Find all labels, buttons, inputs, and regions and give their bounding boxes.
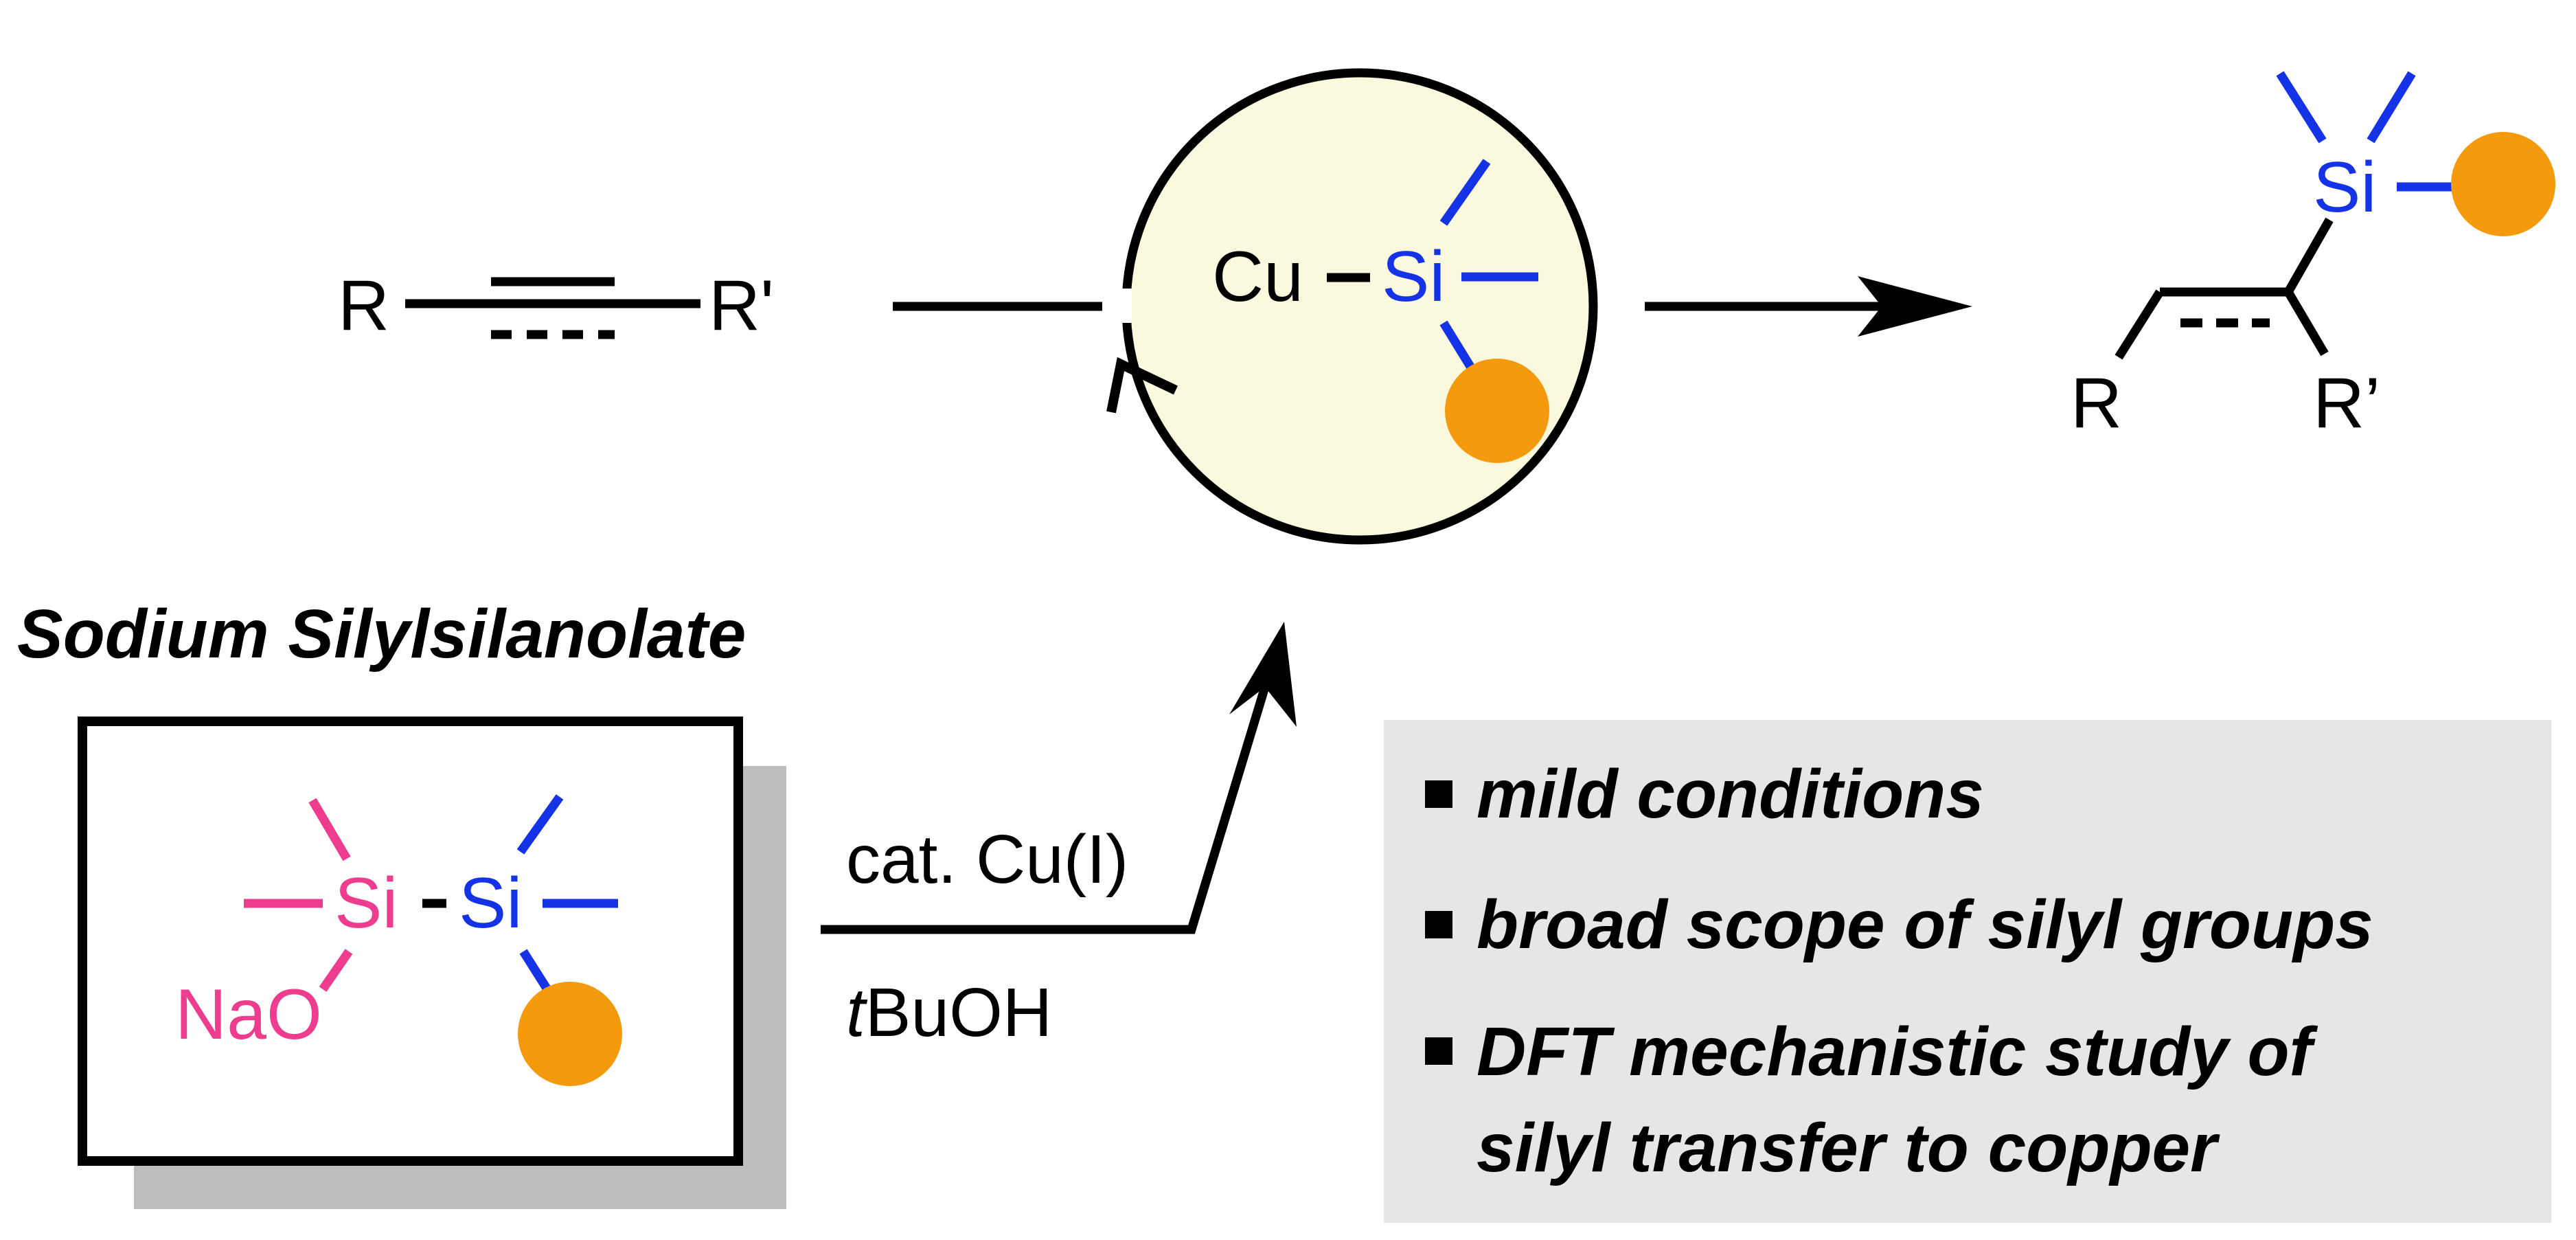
catalyst-si-label: Si — [1382, 237, 1445, 317]
conditions-arrow: cat. Cu(I) tBuOH — [821, 622, 1297, 1051]
catalyst-si-to-orange-bond — [1439, 320, 1477, 374]
reagent-box-frame — [78, 717, 743, 1166]
product-structure: Si R R’ — [2071, 71, 2555, 443]
feature-bullet-1 — [1425, 780, 1452, 808]
solvent-rest-part: BuOH — [865, 974, 1052, 1051]
conditions-arrow-line — [821, 686, 1270, 934]
features-box: mild conditions broad scope of silyl gro… — [1384, 720, 2551, 1223]
solvent-italic-part: t — [846, 974, 868, 1051]
feature-item-2: broad scope of silyl groups — [1477, 886, 2373, 963]
features-box-bg — [1384, 720, 2551, 1223]
feature-item-3-cont: silyl transfer to copper — [1477, 1109, 2220, 1186]
reagent-title: Sodium Silylsilanolate — [17, 596, 746, 673]
conditions-arrowhead — [1229, 622, 1297, 727]
catalytic-cycle: Cu Si — [1106, 68, 1598, 545]
product-si-label: Si — [2313, 148, 2376, 227]
product-orange-substituent — [2451, 132, 2555, 236]
substrate-r-prime-label: R' — [709, 266, 774, 346]
conditions-catalyst-label: cat. Cu(I) — [846, 821, 1128, 898]
product-r-prime-bond — [2284, 289, 2329, 357]
feature-bullet-2 — [1425, 911, 1452, 938]
product-r-prime-label: R’ — [2313, 363, 2380, 443]
cycle-to-product-arrow — [1645, 276, 1972, 337]
substrate-r-label: R — [338, 266, 389, 346]
catalyst-orange-substituent — [1445, 359, 1549, 463]
product-si-methyl-right — [2367, 71, 2416, 144]
reagent-pink-methyl-up — [308, 798, 351, 861]
reagent-blue-to-orange-bond — [519, 949, 554, 995]
reagent-blue-methyl-up — [516, 794, 564, 855]
feature-item-3: DFT mechanistic study of — [1477, 1013, 2318, 1090]
reagent-pink-to-nao-bond — [319, 949, 353, 992]
reagent-si-left-label: Si — [334, 864, 398, 943]
cycle-circle — [1121, 68, 1598, 545]
cycle-gap — [1114, 289, 1132, 323]
catalyst-si-methyl-up — [1439, 159, 1491, 226]
feature-bullet-3 — [1425, 1037, 1452, 1065]
reagent-box: Si NaO Si — [78, 717, 786, 1209]
product-r-label: R — [2071, 363, 2122, 443]
product-si-c-bond — [2284, 217, 2334, 295]
reagent-si-right-label: Si — [459, 864, 522, 943]
product-r-bond — [2115, 289, 2164, 360]
substrate-alkyne: R R' — [338, 266, 774, 346]
cu-label: Cu — [1212, 237, 1303, 317]
feature-item-1: mild conditions — [1477, 756, 1984, 833]
product-arrowhead — [1858, 276, 1972, 337]
reagent-orange-substituent — [518, 982, 622, 1086]
reagent-nao-label: NaO — [175, 975, 322, 1055]
product-si-methyl-left — [2276, 71, 2327, 144]
conditions-solvent-label: tBuOH — [846, 974, 1052, 1051]
cycle-arrowhead — [1106, 357, 1178, 414]
